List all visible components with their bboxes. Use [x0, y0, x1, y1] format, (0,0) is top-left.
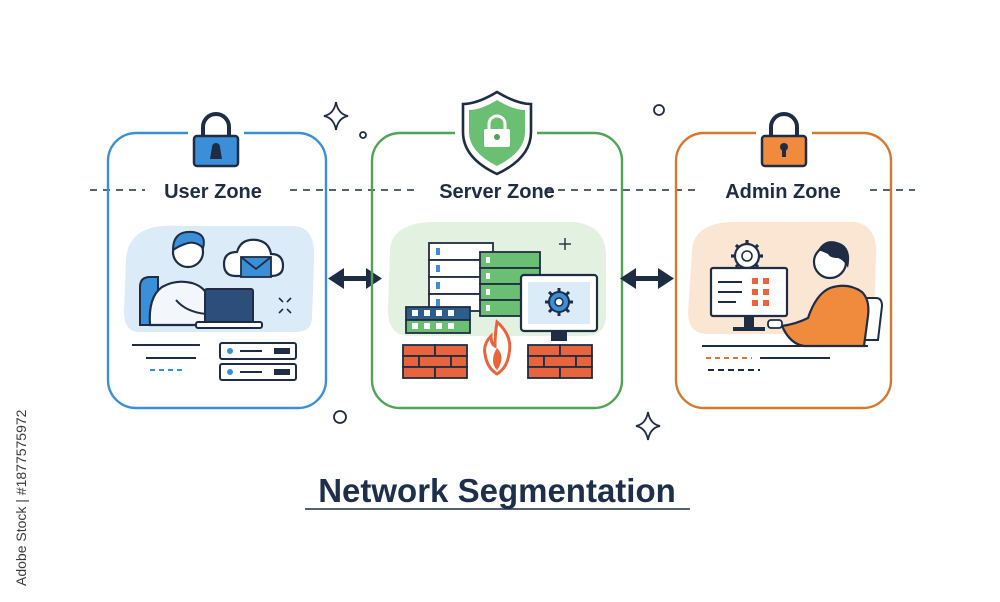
- shield-lock-icon: [461, 90, 533, 176]
- sparkle-icon: [323, 101, 661, 441]
- server-zone-label: Server Zone: [439, 181, 555, 203]
- user-person-illustration: [139, 230, 292, 329]
- main-title: Network Segmentation: [318, 472, 676, 509]
- firewall-icon: [402, 319, 593, 379]
- padlock-icon: [192, 112, 240, 168]
- admin-zone: Admin Zone: [674, 112, 893, 410]
- admin-person-illustration: [767, 241, 884, 348]
- admin-monitor-icon: [709, 240, 789, 331]
- user-zone: User Zone: [106, 112, 328, 410]
- cloud-mail-icon: [222, 238, 285, 278]
- decorative-circle: [333, 104, 665, 424]
- bidirectional-arrow-icon: [328, 268, 382, 289]
- monitor-gear-icon: [519, 238, 599, 341]
- server-zone: Server Zone: [370, 90, 624, 410]
- server-rack-icon: [405, 242, 541, 334]
- admin-zone-text-lines: [702, 345, 868, 371]
- user-zone-text-lines: [132, 344, 200, 371]
- watermark-text: Adobe Stock | #1877575972: [13, 409, 29, 586]
- bidirectional-arrow-icon: [620, 268, 674, 289]
- user-zone-label: User Zone: [164, 181, 262, 203]
- padlock-icon: [760, 112, 808, 168]
- user-server-units: [219, 342, 297, 381]
- admin-zone-label: Admin Zone: [725, 181, 841, 203]
